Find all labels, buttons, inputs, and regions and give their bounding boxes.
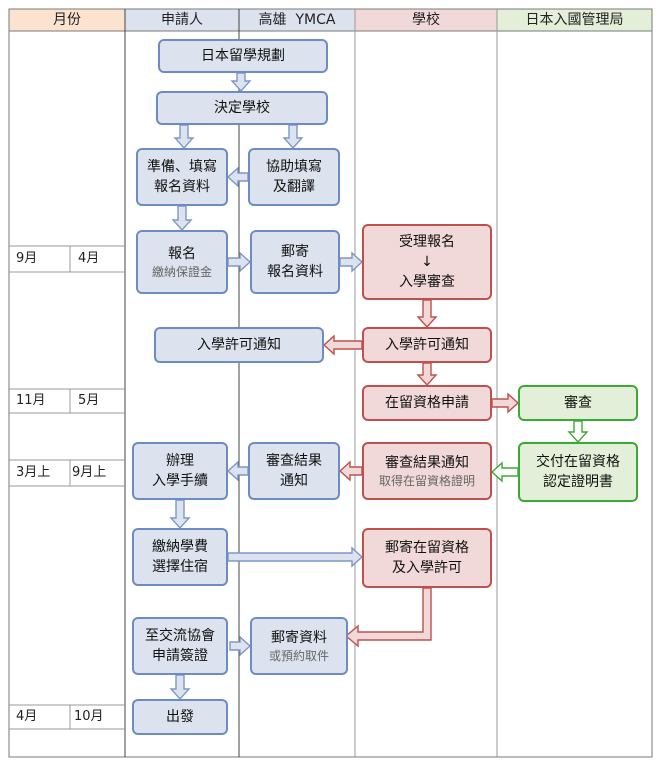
- box-admit-notice-applicant: 入學許可通知: [154, 327, 324, 363]
- arrow-ymca-to-applicant: [226, 460, 249, 482]
- arrow-admit-to-applicant: [322, 334, 363, 356]
- arrow-school-to-ymca: [338, 460, 363, 482]
- timeline-left: 3月上: [16, 465, 51, 480]
- header-month: 月份: [53, 12, 81, 28]
- timeline-left: 9月: [16, 251, 38, 266]
- box-prepare-fill: 準備、填寫報名資料: [136, 148, 228, 206]
- arrow-decide-to-prepare: [173, 124, 195, 150]
- arrow-prepare-to-apply: [171, 205, 193, 232]
- arrow-decide-to-assist: [282, 124, 304, 150]
- header-applicant: 申請人: [161, 12, 203, 28]
- box-issue-coe: 交付在留資格認定證明書: [518, 442, 638, 502]
- header-immigration: 日本入國管理局: [525, 12, 624, 28]
- header-bg-applicant: [125, 9, 239, 31]
- arrow-plan-to-decide: [230, 72, 252, 93]
- arrow-coe-to-immigration: [491, 392, 520, 414]
- header-school: 學校: [412, 12, 440, 28]
- box-apply: 報名繳納保證金: [136, 230, 228, 294]
- arrow-issue-to-school: [490, 461, 519, 483]
- header-bg-month: [9, 9, 125, 31]
- arrow-pay-to-mailcoe: [227, 546, 364, 568]
- timeline-left: 11月: [16, 393, 46, 408]
- arrow-review-to-admit: [416, 299, 438, 329]
- box-mail-coe: 郵寄在留資格及入學許可: [362, 528, 492, 588]
- header-ymca: 高雄 YMCA: [258, 12, 336, 28]
- box-assist-fill: 協助填寫及翻譯: [248, 148, 340, 206]
- header-bg-school: [355, 9, 497, 31]
- arrow-assist-to-prepare: [226, 166, 249, 188]
- outer-border: [8, 8, 653, 758]
- arrow-admit-to-coe: [416, 362, 438, 387]
- box-review: 審查: [518, 385, 638, 421]
- header-bg-ymca: [239, 9, 355, 31]
- box-plan: 日本留學規劃: [158, 39, 328, 73]
- arrow-mail-to-school: [339, 251, 364, 273]
- timeline-right: 4月: [78, 251, 100, 266]
- arrow-visa-to-depart: [169, 674, 191, 701]
- arrow-enroll-to-pay: [169, 499, 191, 530]
- arrow-maildocs-to-visa: [229, 635, 252, 657]
- box-mail-apply: 郵寄報名資料: [250, 230, 340, 294]
- box-review-result-school: 審查結果通知取得在留資格證明: [362, 442, 492, 500]
- timeline-right: 5月: [78, 393, 100, 408]
- box-enroll-procedure: 辦理入學手續: [132, 442, 228, 500]
- box-depart: 出發: [132, 699, 228, 735]
- box-receive-review: 受理報名↓入學審查: [362, 224, 492, 300]
- box-admit-notice-school: 入學許可通知: [362, 327, 492, 363]
- box-mail-docs: 郵寄資料或預約取件: [250, 617, 348, 675]
- timeline-left: 4月: [16, 709, 38, 724]
- flow-arrows: [169, 72, 589, 701]
- box-coe-apply: 在留資格申請: [362, 385, 492, 421]
- box-decide-school: 決定學校: [156, 91, 328, 125]
- box-pay-tuition: 繳納學費選擇住宿: [132, 528, 228, 586]
- timeline-right: 10月: [74, 709, 104, 724]
- arrow-review-to-issue: [567, 420, 589, 444]
- timeline-right: 9月上: [72, 465, 107, 480]
- header-bg-immigration: [497, 9, 652, 31]
- arrow-mailcoe-to-maildocs: [344, 587, 432, 648]
- box-visa-apply: 至交流協會申請簽證: [132, 617, 228, 675]
- timeline-rules: [9, 245, 125, 730]
- arrow-apply-to-mail: [227, 251, 252, 273]
- box-review-result-notice: 審查結果通知: [248, 442, 340, 500]
